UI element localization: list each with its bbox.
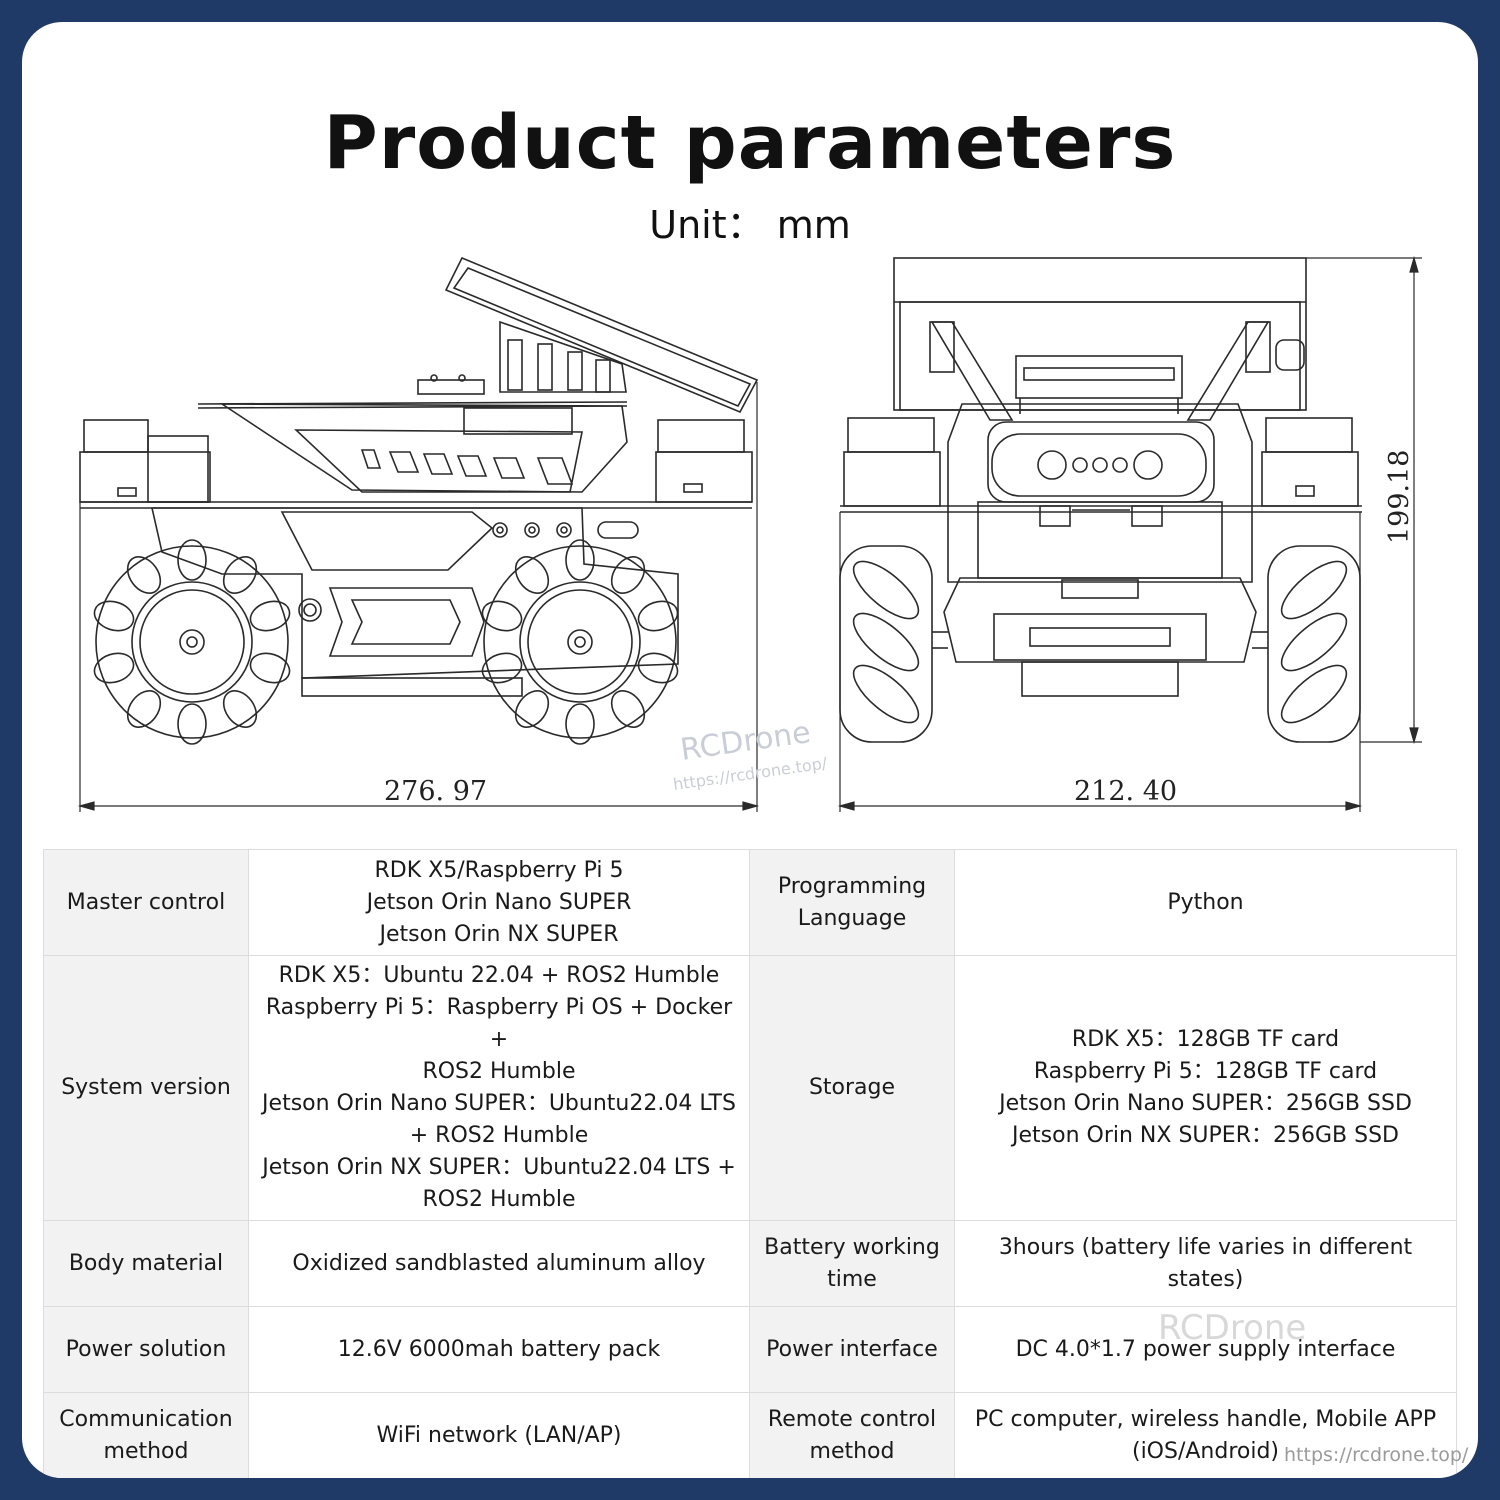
param-label: Battery working time bbox=[749, 1220, 955, 1307]
param-value: 3hours (battery life varies in different… bbox=[954, 1220, 1457, 1307]
watermark-brand-table: RCDrone bbox=[1158, 1308, 1307, 1348]
param-value: RDK X5：Ubuntu 22.04 + ROS2 Humble Raspbe… bbox=[248, 955, 750, 1221]
param-value: Python bbox=[954, 849, 1457, 956]
width-dimension-text: 212. 40 bbox=[1074, 776, 1177, 807]
param-value: DC 4.0*1.7 power supply interface bbox=[954, 1306, 1457, 1393]
param-value: RDK X5/Raspberry Pi 5 Jetson Orin Nano S… bbox=[248, 849, 750, 956]
table-row: Body material Oxidized sandblasted alumi… bbox=[43, 1220, 1457, 1307]
front-view-drawing bbox=[839, 257, 1362, 743]
param-label: Storage bbox=[749, 955, 955, 1221]
table-row: Power solution 12.6V 6000mah battery pac… bbox=[43, 1306, 1457, 1393]
param-label: Master control bbox=[43, 849, 249, 956]
product-card: Product parameters Unit： mm bbox=[22, 22, 1478, 1478]
length-dimension-text: 276. 97 bbox=[384, 776, 487, 807]
table-row: Master control RDK X5/Raspberry Pi 5 Jet… bbox=[43, 849, 1457, 956]
watermark-url: https://rcdrone.top/ bbox=[1284, 1444, 1469, 1466]
height-dimension-text: 199.18 bbox=[1384, 450, 1415, 544]
param-value: 12.6V 6000mah battery pack bbox=[248, 1306, 750, 1393]
height-dimension bbox=[1306, 255, 1422, 745]
param-label: System version bbox=[43, 955, 249, 1221]
param-value: WiFi network (LAN/AP) bbox=[248, 1392, 750, 1478]
param-label: Body material bbox=[43, 1220, 249, 1307]
robot-drawing: 276. 97 bbox=[77, 255, 1422, 812]
table-row: Communication method WiFi network (LAN/A… bbox=[43, 1392, 1457, 1478]
param-label: Programming Language bbox=[749, 849, 955, 956]
param-value: RDK X5：128GB TF card Raspberry Pi 5：128G… bbox=[954, 955, 1457, 1221]
width-dimension bbox=[837, 512, 1363, 812]
page-title: Product parameters bbox=[323, 100, 1177, 186]
parameters-table: Master control RDK X5/Raspberry Pi 5 Jet… bbox=[43, 849, 1457, 1478]
param-label: Power solution bbox=[43, 1306, 249, 1393]
length-dimension bbox=[77, 382, 760, 812]
param-label: Power interface bbox=[749, 1306, 955, 1393]
table-row: System version RDK X5：Ubuntu 22.04 + ROS… bbox=[43, 955, 1457, 1221]
param-label: Remote control method bbox=[749, 1392, 955, 1478]
param-label: Communication method bbox=[43, 1392, 249, 1478]
side-view-drawing bbox=[79, 256, 759, 745]
param-value: PC computer, wireless handle, Mobile APP… bbox=[954, 1392, 1457, 1478]
param-value: Oxidized sandblasted aluminum alloy bbox=[248, 1220, 750, 1307]
unit-label: Unit： mm bbox=[649, 203, 851, 247]
